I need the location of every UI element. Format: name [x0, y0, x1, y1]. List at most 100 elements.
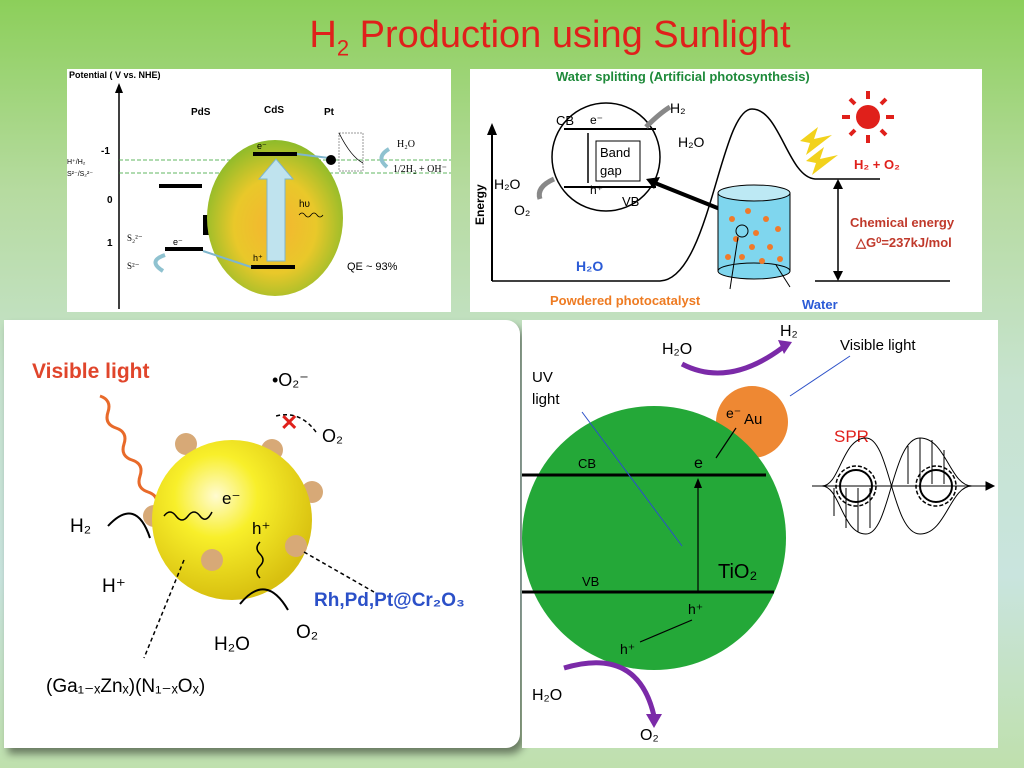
uv-label: UV: [532, 369, 553, 386]
arrow-down: [833, 271, 843, 281]
light-bolt-2: [806, 147, 838, 175]
o2-reduction-path: [275, 414, 317, 433]
panel-au-tio2-plasmonic: H₂O H₂ Visible light UV light e⁻ Au SPR …: [522, 320, 998, 748]
band-label: Band: [600, 145, 630, 160]
electron-transfer: [296, 153, 330, 159]
sulfide-curve: [153, 253, 166, 273]
h2o-curve: [379, 147, 391, 169]
cds-label: CdS: [264, 105, 284, 116]
panel-water-splitting: Water splitting (Artificial photosynthes…: [470, 69, 982, 312]
gap-label: gap: [600, 163, 622, 178]
tio2-label: TiO₂: [718, 561, 757, 583]
cocatalyst-right: [285, 535, 307, 557]
electron-label: e⁻: [590, 113, 603, 127]
beaker-top: [717, 184, 791, 202]
h2-arrow: [680, 345, 784, 376]
uv-pointer: [581, 411, 683, 547]
photocatalyst-zoom: [551, 102, 661, 212]
electron-injection: [715, 427, 737, 459]
pt-particle: [326, 155, 336, 165]
powder-label: Powdered photocatalyst: [550, 293, 701, 308]
tio2-particle: [522, 406, 786, 670]
pds-vb: [165, 247, 203, 251]
vb-label: VB: [582, 574, 599, 589]
pt-curve: [338, 132, 364, 164]
h2-label: H₂: [70, 516, 91, 537]
o2-label: O₂: [514, 202, 530, 218]
superoxide-label: •O₂⁻: [272, 370, 309, 390]
cb-electron: e: [694, 455, 703, 472]
excite-arrow-head: [694, 478, 702, 488]
cb-label: CB: [578, 456, 596, 471]
cds-hole: h⁺: [253, 253, 263, 263]
highlighted-particle: [735, 224, 749, 238]
pds-cb: [159, 184, 202, 188]
au-label: Au: [744, 411, 762, 428]
hole-transfer: [639, 619, 693, 643]
hole-label: h⁺: [590, 183, 603, 197]
cds-vb: [251, 265, 295, 269]
powder-pointer: [729, 236, 739, 290]
h2-evolution-arrow: [107, 512, 151, 539]
potential-axis-label: Potential ( V vs. NHE): [69, 70, 161, 80]
o2-arrow: [563, 660, 657, 717]
band-gap-box: [595, 140, 641, 182]
hole-label-1: h⁺: [688, 601, 703, 617]
photon-label: hυ: [299, 199, 310, 210]
formula-label: (Ga₁₋ₓZnₓ)(N₁₋ₓOₓ): [46, 676, 205, 697]
h2-label: H₂: [780, 323, 798, 340]
slide-title: H2 Production using Sunlight: [309, 14, 791, 61]
visible-light-label: Visible light: [840, 337, 916, 354]
h2o-top-label: H₂O: [662, 341, 692, 358]
h2o-label: H₂O: [397, 139, 415, 150]
panel-cds-band-diagram: Potential ( V vs. NHE) -1 0 1 H⁺/H₂ S²⁻/…: [67, 69, 451, 312]
water-oxidation-arrow: [239, 588, 289, 611]
panel-gazn-photocatalyst: Visible light e⁻ h⁺ •O₂⁻ ✕ O₂ H₂ H⁺ H₂O …: [4, 320, 520, 748]
vb-label: VB: [622, 194, 639, 209]
water-splitting-title: Water splitting (Artificial photosynthes…: [556, 69, 810, 84]
s2-label: S²⁻: [127, 261, 140, 271]
uv-light-label: light: [532, 391, 560, 408]
cds-electron: e⁻: [257, 141, 267, 151]
spr-label: SPR: [834, 427, 869, 446]
au-electron: e⁻: [726, 405, 741, 421]
h2-arrow-head: [778, 340, 792, 354]
arrow-up: [833, 179, 843, 189]
o2-label: O₂: [640, 727, 659, 744]
sun-icon: [842, 91, 894, 143]
visible-light-label: Visible light: [32, 360, 149, 383]
h2o-top-label: H₂O: [678, 134, 705, 150]
pds-block: [203, 215, 209, 235]
h2o-label: H₂O: [214, 634, 250, 655]
level-s-label: S²⁻/S₂²⁻: [67, 171, 93, 178]
s22-label: S₂²⁻: [127, 233, 143, 243]
spr-diagram: [812, 437, 996, 535]
hole-label: h⁺: [252, 519, 270, 538]
water-label: Water: [802, 297, 838, 312]
excitation-arrow: [257, 158, 295, 262]
electron-label: e⁻: [222, 489, 240, 508]
o2b-label: O₂: [296, 622, 318, 643]
chem-energy-label: Chemical energy: [850, 215, 955, 230]
products-label: H₂ + O₂: [854, 157, 900, 172]
qe-label: QE ~ 93%: [347, 261, 398, 273]
blocked-x-icon: ✕: [280, 410, 298, 435]
hole-transfer: [202, 250, 252, 268]
tick-minus-1: -1: [101, 146, 110, 157]
cb-label: CB: [556, 113, 574, 128]
zoom-arrow-head: [646, 177, 660, 189]
hole-label-2: h⁺: [620, 641, 635, 657]
semiconductor-particle: [152, 440, 312, 600]
light-bolt-1: [800, 127, 832, 155]
electron-path: [163, 511, 213, 521]
water-pointer: [775, 264, 791, 288]
hole-path: [256, 541, 264, 579]
pds-label: PdS: [191, 107, 211, 118]
photon-wave: [298, 212, 324, 218]
o2-evolution-arrow: [536, 176, 556, 200]
cocatalyst-bottom: [201, 549, 223, 571]
zoom-arrow: [649, 179, 721, 211]
energy-label: Energy: [473, 184, 487, 225]
h2-evolution-arrow: [644, 104, 672, 129]
particle-pointer: [143, 559, 185, 659]
